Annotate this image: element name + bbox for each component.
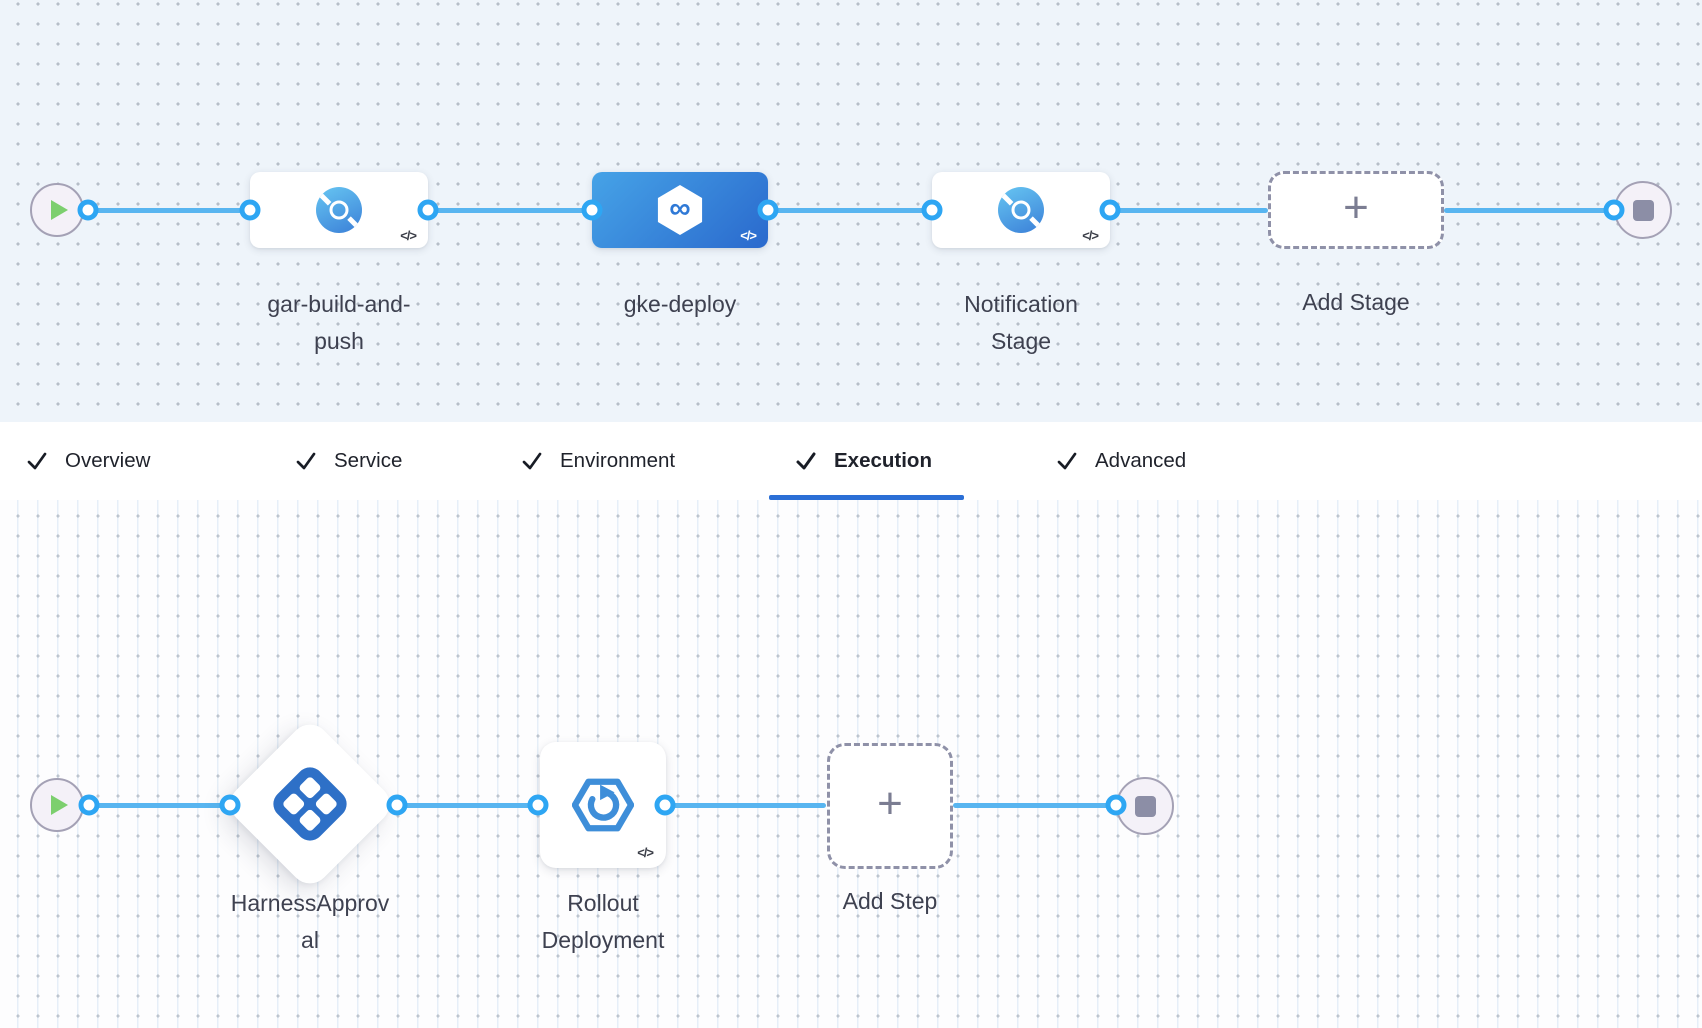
tab-label: Service	[334, 449, 403, 472]
connector-point[interactable]	[921, 199, 943, 221]
connector-point[interactable]	[386, 794, 408, 816]
tab-environment[interactable]: Environment	[521, 422, 675, 500]
edge-connector-line	[768, 208, 932, 213]
edge-connector-line	[428, 208, 592, 213]
connector-point[interactable]	[417, 199, 439, 221]
stage-card-notification-stage[interactable]: </>	[932, 172, 1110, 248]
connector-point[interactable]	[654, 794, 676, 816]
magnifier-icon	[329, 200, 349, 220]
check-icon	[522, 452, 542, 470]
edge-connector-line	[1444, 208, 1614, 213]
stage-label-gar-build-and-push: gar-build-and-push	[267, 291, 411, 354]
tab-label: Execution	[834, 449, 932, 472]
magnifier-icon	[1011, 200, 1031, 220]
edge-connector-line	[88, 208, 250, 213]
approval-icon-cell	[297, 808, 323, 833]
approval-step-icon	[267, 761, 353, 847]
tab-label: Advanced	[1095, 449, 1187, 472]
stage-config-tabbar: Overview Service Environment Execution A…	[0, 422, 1702, 500]
stage-card-gar-build-and-push[interactable]: </>	[250, 172, 428, 248]
tab-overview[interactable]: Overview	[26, 422, 150, 500]
step-label-harness-approval: HarnessApproval	[230, 890, 390, 953]
check-icon	[27, 452, 47, 470]
add-step-label: Add Step	[842, 888, 938, 914]
step-label-rollout-deployment: Rollout Deployment	[541, 890, 665, 953]
code-icon[interactable]: </>	[740, 228, 757, 243]
stage-label-notification-stage: Notification Stage	[964, 291, 1078, 354]
connector-point[interactable]	[1603, 199, 1625, 221]
k8s-rollout-icon	[572, 778, 634, 832]
connector-point[interactable]	[757, 199, 779, 221]
approval-icon-cell	[281, 791, 306, 817]
custom-stage-icon	[998, 187, 1044, 233]
code-icon[interactable]: </>	[400, 228, 417, 243]
deploy-stage-icon: ∞	[657, 185, 703, 235]
infinity-glyph: ∞	[669, 191, 691, 225]
stage-card-gke-deploy[interactable]: ∞ </>	[592, 172, 768, 248]
connector-point[interactable]	[78, 794, 100, 816]
check-icon	[296, 452, 316, 470]
icon-slash	[317, 191, 332, 206]
add-stage-label: Add Stage	[1302, 289, 1410, 315]
connector-point[interactable]	[581, 199, 603, 221]
tab-execution[interactable]: Execution	[769, 422, 964, 500]
magnifier-handle	[1029, 215, 1044, 230]
tab-label: Overview	[65, 449, 151, 472]
stop-icon	[1632, 199, 1654, 221]
stage-label-gke-deploy: gke-deploy	[623, 291, 737, 317]
connector-point[interactable]	[77, 199, 99, 221]
plus-icon: +	[1343, 183, 1369, 232]
play-icon	[51, 200, 68, 220]
edge-connector-line	[953, 803, 1116, 808]
execution-start-node	[30, 778, 84, 832]
edge-connector-line	[89, 803, 230, 808]
edge-connector-line	[665, 803, 826, 808]
build-stage-icon	[316, 187, 362, 233]
icon-slash	[999, 191, 1014, 206]
edge-connector-line	[397, 803, 538, 808]
code-icon[interactable]: </>	[637, 845, 654, 860]
add-step-button[interactable]: +	[827, 743, 953, 869]
tab-label: Environment	[560, 449, 676, 472]
code-icon[interactable]: </>	[1082, 228, 1099, 243]
connector-point[interactable]	[219, 794, 241, 816]
step-rollout-deployment[interactable]: </>	[540, 742, 666, 868]
execution-step-canvas[interactable]: </> + HarnessApproval Rollout Deployment…	[0, 500, 1702, 1028]
connector-point[interactable]	[239, 199, 261, 221]
stop-icon	[1134, 795, 1156, 817]
plus-icon: +	[877, 779, 903, 828]
stage-pipeline-canvas[interactable]: </> ∞ </> </> + gar-build-and-push gke-d…	[0, 0, 1702, 422]
step-harness-approval[interactable]	[222, 716, 398, 892]
connector-point[interactable]	[1105, 794, 1127, 816]
connector-point[interactable]	[527, 794, 549, 816]
pipeline-start-node	[30, 183, 84, 237]
edge-connector-line	[1110, 208, 1268, 213]
tab-advanced[interactable]: Advanced	[1056, 422, 1186, 500]
check-icon	[1057, 452, 1077, 470]
approval-icon-cell	[297, 775, 323, 800]
play-icon	[51, 795, 68, 815]
connector-point[interactable]	[1099, 199, 1121, 221]
approval-icon-cell	[314, 791, 339, 817]
check-icon	[796, 452, 816, 470]
add-stage-button[interactable]: +	[1268, 171, 1444, 249]
tab-service[interactable]: Service	[295, 422, 402, 500]
magnifier-handle	[347, 215, 362, 230]
